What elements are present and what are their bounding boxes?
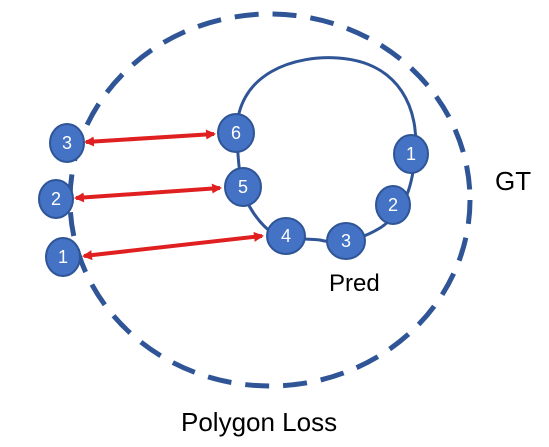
gt-node-label: 3 [62, 133, 72, 153]
pred-node-label: 3 [341, 231, 351, 251]
pred-node-2: 2 [375, 185, 411, 225]
pred-node-3: 3 [326, 222, 366, 260]
pred-node-label: 5 [238, 177, 248, 197]
gt-node-1: 1 [45, 237, 81, 277]
pred-node-label: 6 [231, 123, 241, 143]
pred-node-4: 4 [266, 217, 306, 255]
pred-label: Pred [329, 270, 380, 297]
pred-node-label: 1 [406, 144, 416, 164]
caption: Polygon Loss [181, 407, 337, 437]
pred-node-label: 2 [388, 195, 398, 215]
gt-node-label: 1 [58, 247, 68, 267]
pred-node-1: 1 [393, 134, 429, 174]
gt-circle [67, 11, 473, 389]
pred-node-6: 6 [217, 113, 255, 153]
gt-node-label: 2 [51, 189, 61, 209]
gt-node-2: 2 [38, 179, 74, 219]
arrow-3-to-6 [84, 129, 216, 147]
arrow-2-to-5 [74, 183, 222, 203]
arrow-1-to-4 [82, 231, 264, 261]
gt-label: GT [495, 166, 531, 196]
pred-node-label: 4 [281, 226, 291, 246]
gt-node-3: 3 [49, 123, 85, 163]
pred-contour [235, 56, 418, 244]
pred-node-5: 5 [224, 167, 262, 207]
